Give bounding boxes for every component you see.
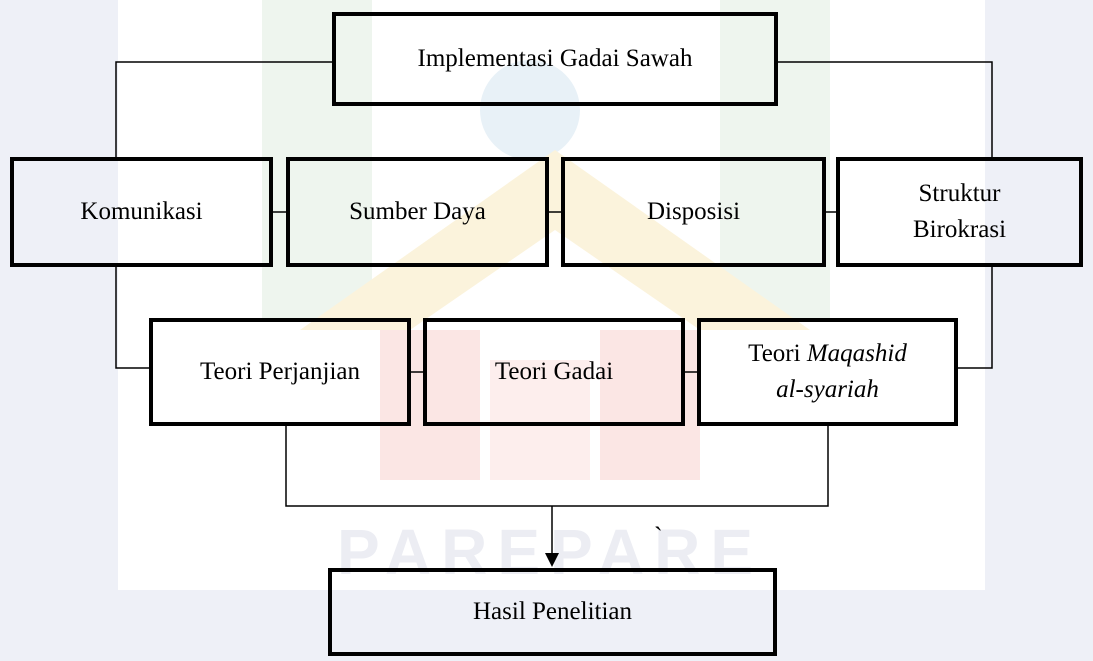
box-struktur-line2: Birokrasi	[912, 216, 1007, 243]
box-teori-perjanjian: Teori Perjanjian	[149, 318, 411, 426]
maqashid-prefix: Teori	[748, 339, 807, 367]
watermark-text: PAREPARE	[336, 516, 764, 588]
connector-top-right	[778, 61, 993, 157]
connector-bottom-bracket	[285, 426, 829, 507]
connector-top-left	[115, 61, 332, 157]
box-hasil-penelitian: Hasil Penelitian	[328, 568, 777, 656]
box-sumber-daya: Sumber Daya	[286, 157, 549, 267]
box-disposisi-label: Disposisi	[646, 197, 741, 225]
box-implementasi-label: Implementasi Gadai Sawah	[417, 44, 693, 72]
stray-backtick-mark: `	[654, 522, 663, 551]
box-struktur-birokrasi: Struktur Birokrasi	[836, 157, 1083, 267]
box-teori-perjanjian-label: Teori Perjanjian	[200, 357, 360, 385]
box-implementasi-gadai-sawah: Implementasi Gadai Sawah	[332, 12, 778, 106]
box-teori-maqashid: Teori Maqashid al-syariah	[697, 318, 958, 426]
connector-kom-perj	[115, 267, 149, 369]
watermark-right-bar	[985, 0, 1093, 661]
connector-struk-maq	[958, 267, 993, 369]
box-komunikasi: Komunikasi	[10, 157, 273, 267]
box-hasil-penelitian-label: Hasil Penelitian	[473, 597, 632, 625]
box-teori-maqashid-text: Teori Maqashid al-syariah	[748, 336, 907, 409]
arrow-head-icon	[545, 553, 559, 567]
watermark-left-bar	[0, 0, 118, 661]
box-struktur-text: Struktur Birokrasi	[913, 176, 1006, 249]
box-teori-maqashid-line2: al-syariah	[776, 376, 879, 403]
maqashid-italic-word: Maqashid	[806, 339, 907, 367]
box-teori-maqashid-line1: Teori Maqashid	[748, 336, 907, 372]
watermark-bottom-band	[0, 590, 1093, 661]
box-teori-gadai: Teori Gadai	[423, 318, 685, 426]
box-struktur-line1: Struktur	[918, 179, 1001, 207]
box-sumber-daya-label: Sumber Daya	[349, 197, 486, 225]
box-teori-gadai-label: Teori Gadai	[494, 357, 614, 385]
box-disposisi: Disposisi	[561, 157, 826, 267]
box-komunikasi-label: Komunikasi	[80, 197, 203, 225]
